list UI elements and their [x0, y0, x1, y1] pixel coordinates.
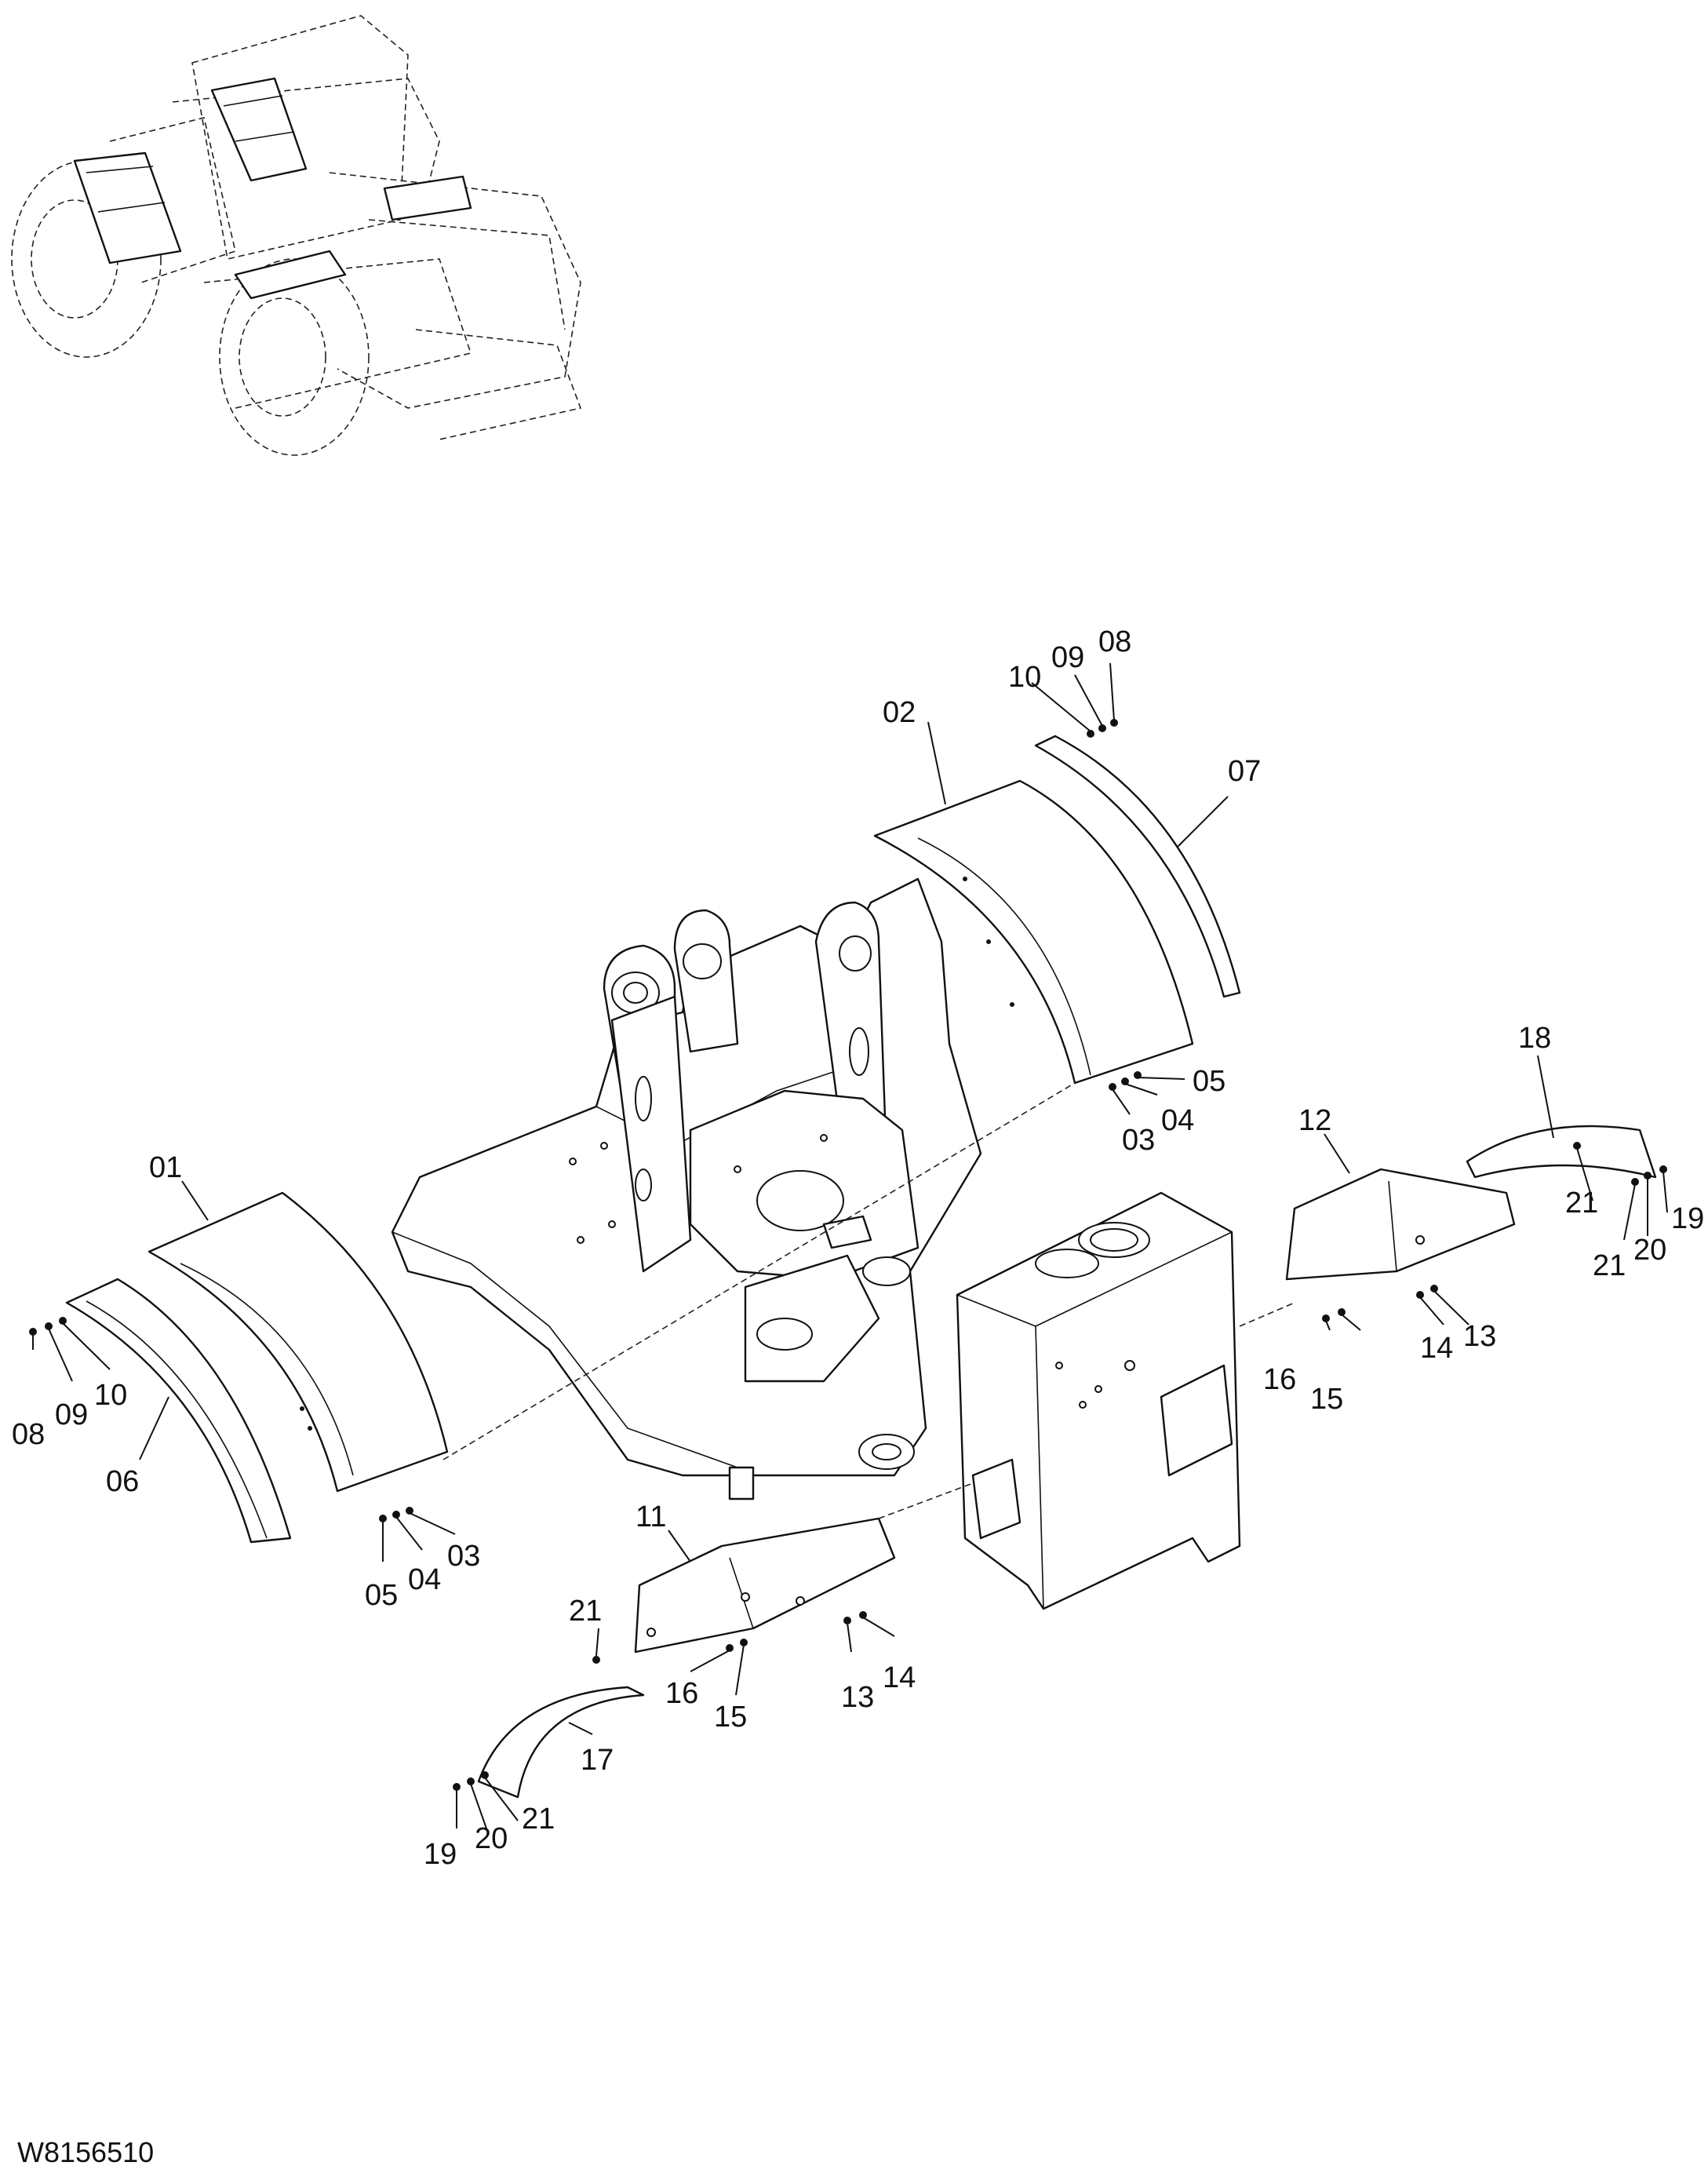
callout-21-left: 21	[522, 1803, 555, 1836]
callout-05-left: 05	[365, 1579, 398, 1612]
callout-04-left: 04	[408, 1563, 441, 1596]
part-02-front-fender	[873, 779, 1194, 1085]
alignment-line-bracket-right	[1239, 1302, 1295, 1327]
callout-12: 12	[1298, 1104, 1331, 1137]
part-07-fender-flap	[1034, 735, 1241, 998]
callout-21-right-top: 21	[1565, 1187, 1598, 1220]
inset-fender-front-right	[210, 77, 308, 182]
callout-04-right: 04	[1161, 1104, 1194, 1137]
callout-16-left: 16	[665, 1677, 698, 1710]
callout-21-left-top: 21	[569, 1595, 602, 1628]
part-06-fender-flap	[65, 1278, 292, 1544]
callout-10-right: 10	[1008, 661, 1041, 694]
callout-18: 18	[1518, 1022, 1551, 1055]
callout-09-left: 09	[55, 1398, 88, 1431]
inset-fender-front-left	[73, 151, 182, 264]
part-01-front-fender	[147, 1191, 449, 1493]
callout-03-right: 03	[1122, 1124, 1155, 1157]
callout-20-left: 20	[475, 1822, 508, 1855]
rear-frame	[956, 1191, 1241, 1610]
callout-14-right: 14	[1420, 1332, 1453, 1365]
callout-19-left: 19	[424, 1838, 457, 1871]
part-18-rear-fender	[1466, 1125, 1657, 1179]
callout-11: 11	[635, 1500, 666, 1533]
callout-13-left: 13	[841, 1681, 874, 1714]
callout-03-left: 03	[447, 1540, 480, 1573]
callout-17: 17	[581, 1744, 614, 1777]
part-11-rear-fender-bracket	[634, 1517, 896, 1653]
callout-09-right: 09	[1051, 641, 1084, 674]
callout-16-right: 16	[1263, 1363, 1296, 1396]
callout-08-left: 08	[12, 1418, 45, 1451]
callout-05-right: 05	[1193, 1065, 1225, 1098]
callout-13-right: 13	[1463, 1320, 1496, 1353]
callout-labels: 01 02 07 03 04 05 10 09 08 06 08 09 10 0…	[12, 625, 1704, 1871]
alignment-line-fender	[442, 1082, 1076, 1460]
part-17-rear-fender	[477, 1686, 645, 1799]
hardware-fasteners	[29, 719, 1667, 1791]
inset-fender-rear-right	[383, 175, 472, 221]
callout-06: 06	[106, 1465, 139, 1498]
leader-lines	[32, 662, 1668, 1829]
callout-08-right: 08	[1098, 625, 1131, 658]
callout-07: 07	[1228, 755, 1261, 788]
alignment-line-bracket	[878, 1482, 974, 1519]
callout-20-right: 20	[1633, 1234, 1666, 1267]
part-12-rear-fender-bracket	[1285, 1168, 1516, 1281]
front-frame	[391, 877, 982, 1500]
callout-01: 01	[149, 1151, 182, 1184]
callout-14-left: 14	[883, 1661, 916, 1694]
callout-21-right: 21	[1593, 1249, 1626, 1282]
callout-19-right: 19	[1671, 1202, 1704, 1235]
callout-15-left: 15	[714, 1701, 747, 1734]
callout-10-left: 10	[94, 1379, 127, 1412]
drawing-code: W8156510	[17, 2136, 155, 2168]
inset-fender-rear-left	[234, 250, 347, 300]
callout-02: 02	[883, 696, 916, 729]
machine-overview-inset	[11, 15, 582, 456]
callout-15-right: 15	[1310, 1383, 1343, 1416]
